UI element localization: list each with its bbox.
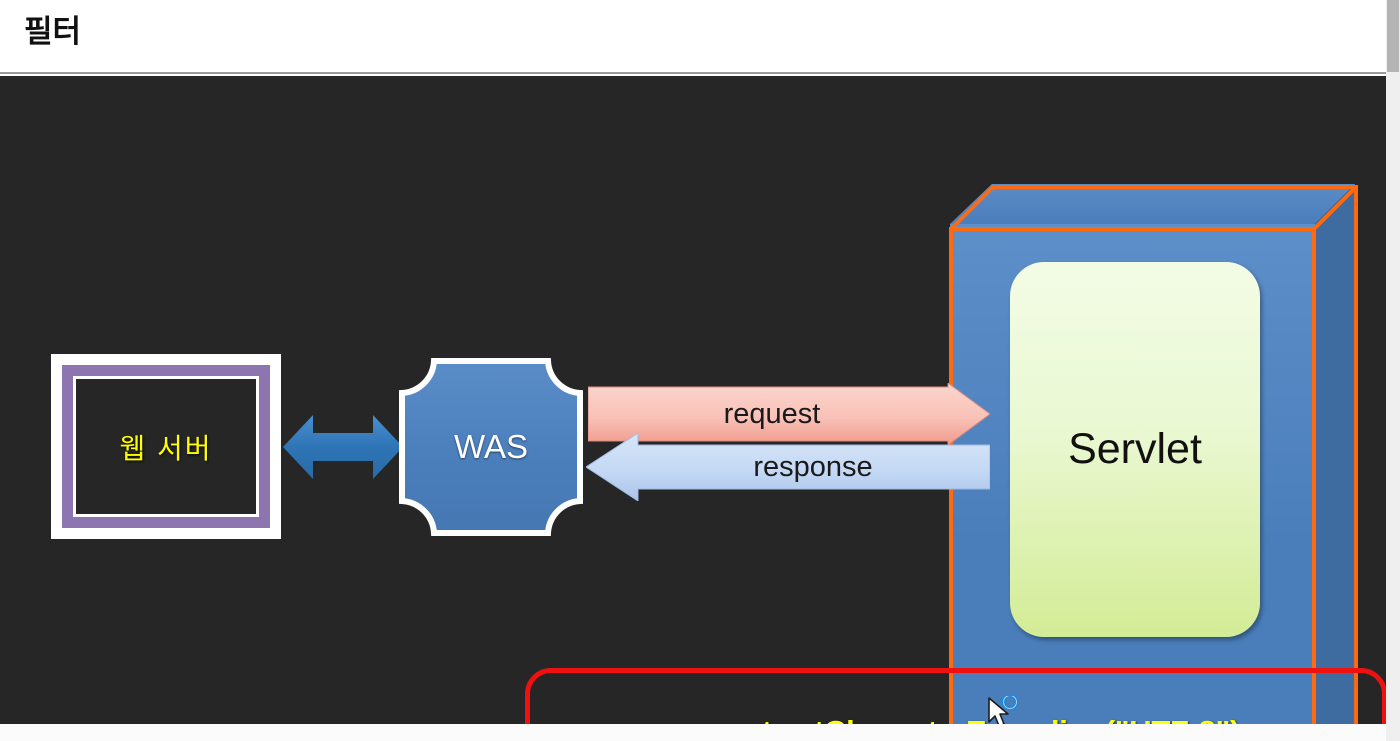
vertical-scrollbar[interactable] [1386, 0, 1400, 741]
web-server-inner: 웹 서버 [73, 376, 259, 517]
was-node [399, 358, 583, 536]
request-arrow [588, 383, 990, 445]
response-arrow [586, 433, 990, 501]
web-server-frame: 웹 서버 [62, 365, 270, 528]
slide-stage: Servlet 웹 서버 [0, 76, 1386, 724]
servlet-label: Servlet [1068, 425, 1202, 473]
slide-bottom-strip [0, 724, 1386, 741]
scrollbar-thumb[interactable] [1387, 0, 1399, 72]
web-server-node: 웹 서버 [51, 354, 281, 539]
page-header: 필터 [0, 0, 1400, 74]
servlet-node: Servlet [1010, 262, 1260, 637]
web-server-label: 웹 서버 [119, 432, 213, 464]
code-callout-box [525, 668, 1386, 724]
page-title: 필터 [24, 14, 82, 49]
web-server-was-double-arrow [283, 415, 403, 479]
